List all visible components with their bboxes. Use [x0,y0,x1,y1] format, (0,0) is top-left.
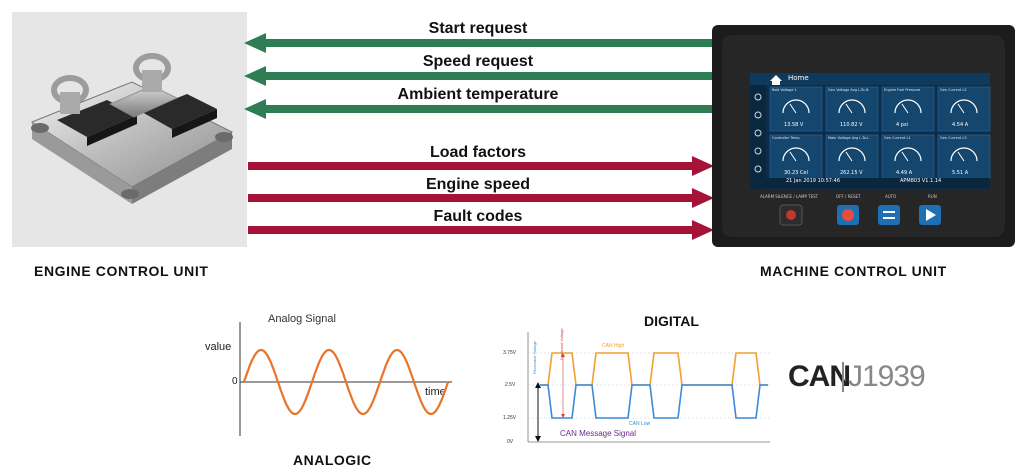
gauge-dial [782,99,810,114]
level-2-5v: 2.5V [505,382,516,388]
gauge-needle [957,103,965,114]
gauge-value: 30.23 Cel [784,170,808,176]
analog-y-label: value [205,341,232,353]
gauge-dial [838,99,866,114]
arrow-ambient-temperature [244,99,712,119]
gauge-value: 5.51 A [952,170,969,176]
gauge-needle [845,151,853,162]
can-high-label: CAN High [602,343,625,349]
gauge-tile [881,134,935,180]
mcu-version: APM803 V1.1.14 [900,178,942,184]
gauge-needle [789,151,797,162]
label-engine-speed: Engine speed [425,176,531,193]
gauge-dial [782,147,810,162]
gauge-dial [950,147,978,162]
level-3-75v: 3.75V [503,350,517,356]
dominant-voltage-label: Dominant Voltage [559,328,564,360]
arrow-fault-codes [248,220,714,240]
can-message-caption: CAN Message Signal [560,429,637,438]
ecu-label: ENGINE CONTROL UNIT [34,263,209,279]
gauge-tile [937,86,991,132]
brand-j1939: J1939 [848,360,926,393]
label-start-request: Start request [428,20,528,37]
analog-wave [242,348,450,416]
can-high-wave [540,352,768,386]
gauge-value: 262.15 V [840,170,863,176]
gauge-label: Gen Current L3 [940,136,967,140]
gauge-tile [769,86,823,132]
level-0v: 0V [507,439,514,445]
analog-zero-label: 0 [232,376,238,387]
gauge-needle [789,103,797,114]
label-load-factors: Load factors [429,144,526,161]
analog-x-label: time [425,386,446,398]
gauge-value: 13.58 V [784,122,804,128]
label-fault-codes: Fault codes [433,208,523,225]
recessive-voltage-label: Recessive Voltage [532,341,537,374]
gauge-dial [894,147,922,162]
gauge-tile [825,134,879,180]
gauge-dial [838,147,866,162]
gauge-value: 4.54 A [952,122,969,128]
signal-arrows [244,33,714,240]
ecu-image [12,12,247,247]
analog-plot [239,322,452,436]
gauge-label: Main Voltage Avg L-To-L [828,136,870,140]
can-low-wave [540,384,768,419]
mcu-button-run-label: RUN [928,194,937,199]
gauge-needle [845,103,853,114]
gauge-dial [894,99,922,114]
digital-plot [527,332,770,443]
gauge-value: 4.49 A [896,170,913,176]
level-1-25v: 1.25V [503,415,517,421]
can-low-label: CAN Low [629,421,651,427]
mcu-screen-title: Home [788,74,809,82]
gauge-tile [825,86,879,132]
label-speed-request: Speed request [422,53,534,70]
gauge-label: Gen Voltage Avg L-To-N [828,88,869,92]
brand-can: CAN [788,360,851,393]
label-ambient-temperature: Ambient temperature [397,86,559,103]
gauge-needle [901,103,909,114]
arrow-speed-request [244,66,712,86]
gauge-label: Engine Fuel Pressure [884,88,921,92]
mcu-status-date: 21 Jan 2019 10:57:46 [786,178,841,184]
gauge-label: Controller Temp [772,136,800,140]
arrow-load-factors [248,156,714,176]
mcu-illustration [712,25,1015,247]
ecu-illustration [30,53,234,204]
gauge-value: 110.82 V [840,122,863,128]
digital-title: DIGITAL [644,313,699,329]
mcu-device [712,25,1015,247]
arrow-engine-speed [248,188,714,208]
mcu-label: MACHINE CONTROL UNIT [760,263,947,279]
gauge-tile [937,134,991,180]
analog-caption: ANALOGIC [293,452,372,468]
gauge-needle [957,151,965,162]
mcu-button-auto-label: AUTO [885,194,897,199]
mcu-button-alarm-label: ALARM SILENCE / LAMP TEST [760,194,819,199]
gauge-needle [901,151,909,162]
mcu-button-off-label: OFF / RESET [836,194,861,199]
brand-divider [842,362,844,392]
gauge-value: 4 psi [896,122,908,128]
gauge-label: Batt Voltage 1 [772,88,797,92]
gauge-tile [881,86,935,132]
gauge-label: Gen Current L2 [940,88,967,92]
analog-signal-title: Analog Signal [268,313,336,325]
gauge-tile [769,134,823,180]
gauge-dial [950,99,978,114]
gauge-label: Gen Current L1 [884,136,911,140]
arrow-start-request [244,33,712,53]
